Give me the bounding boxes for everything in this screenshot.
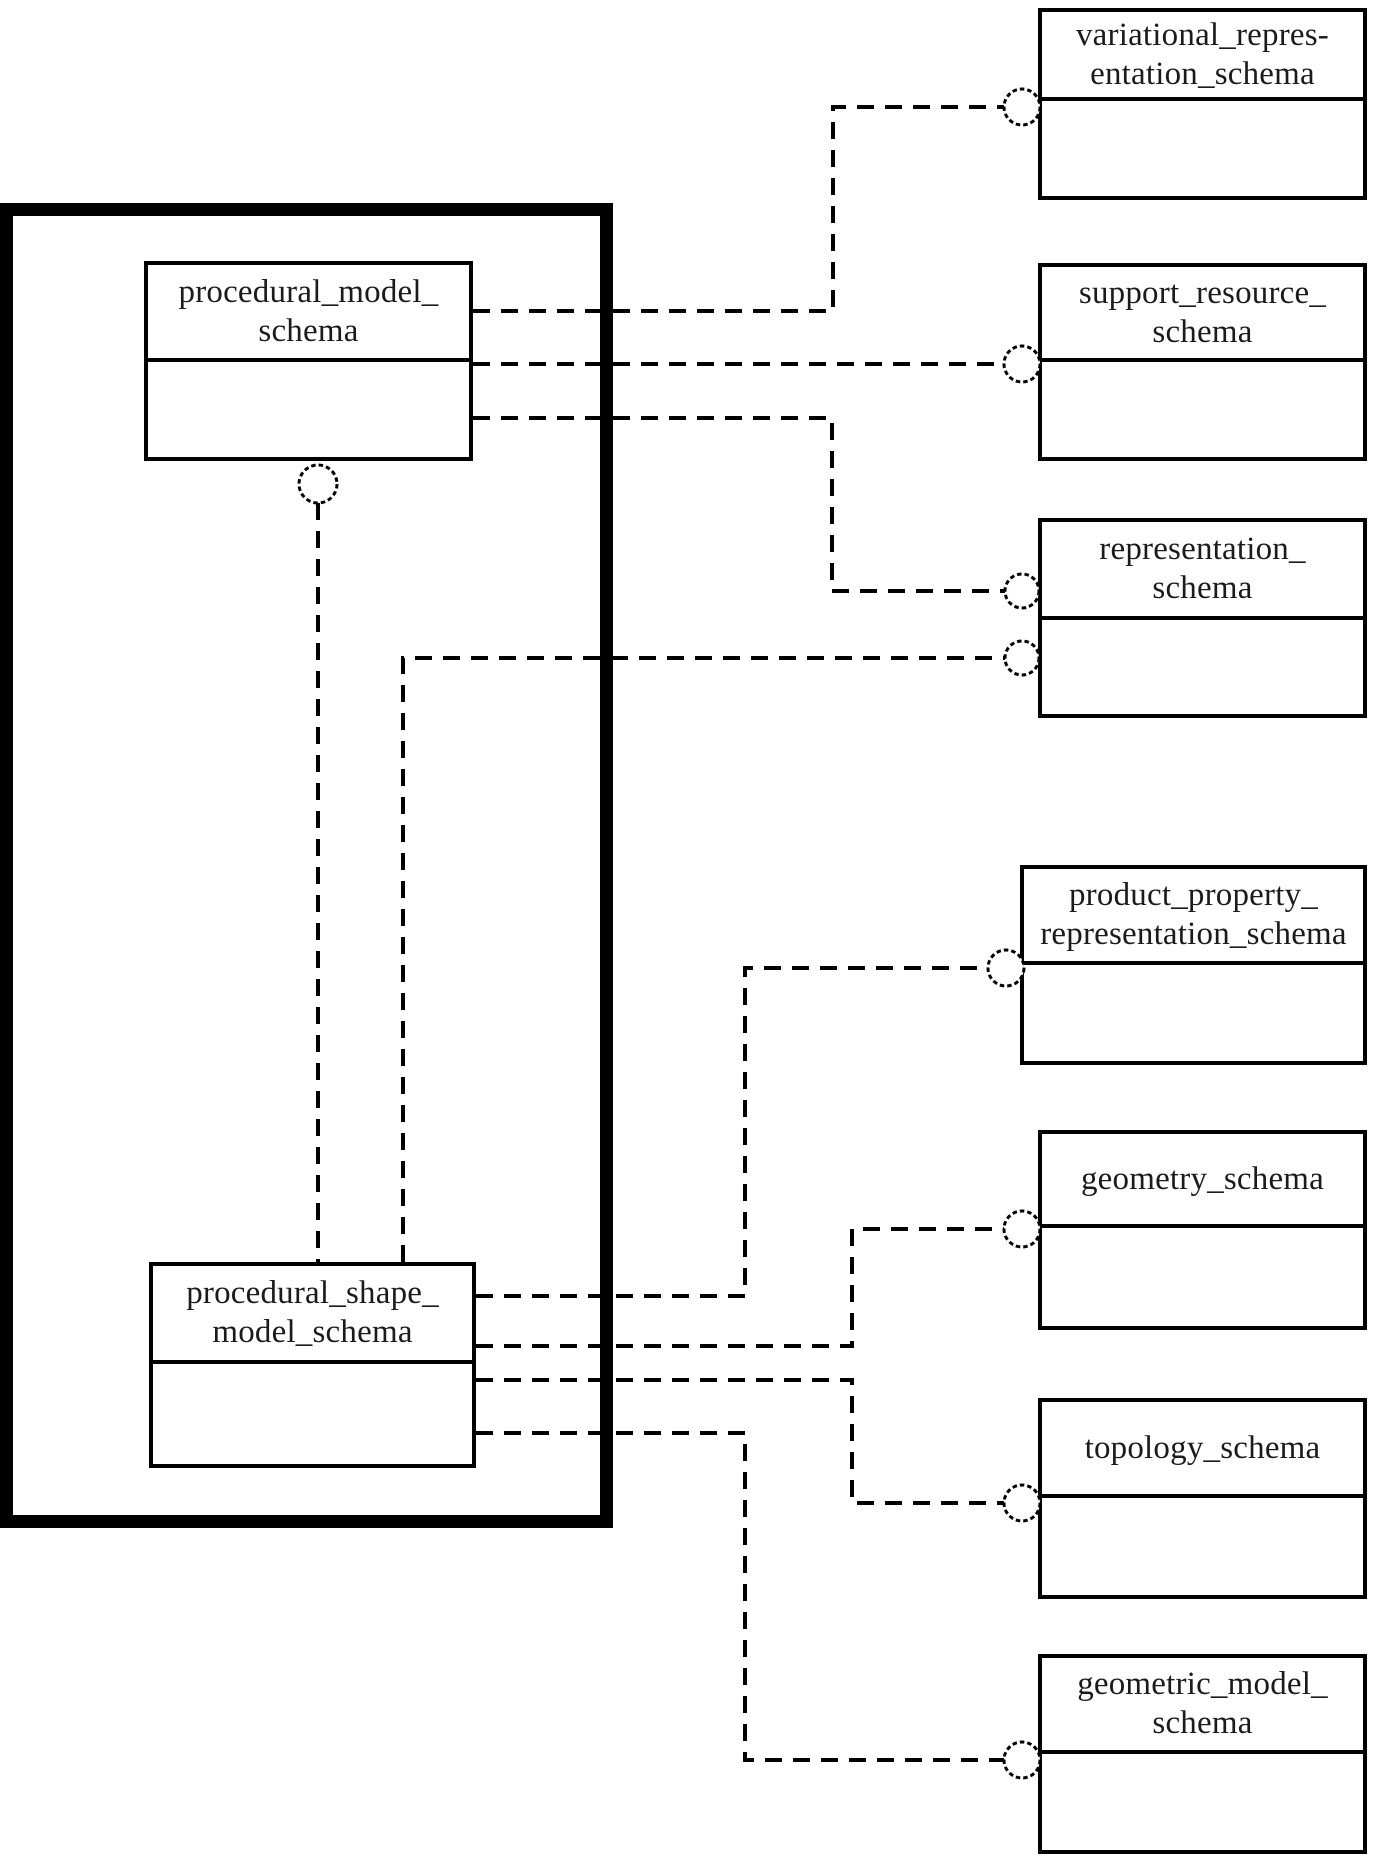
schema-box-representation: representation_ schema [1038,518,1367,718]
schema-box-product-property-representation-body [1024,965,1363,1061]
interface-circle-representation-upper [1003,572,1041,610]
schema-box-geometric-model: geometric_model_ schema [1038,1654,1367,1854]
schema-label-product-property-representation: product_property_ representation_schema [1040,877,1347,952]
schema-box-variational-representation-body [1042,101,1363,196]
schema-box-support-resource-title: support_resource_ schema [1042,267,1363,362]
schema-label-representation: representation_ schema [1099,531,1306,606]
schema-label-support-resource: support_resource_ schema [1078,274,1327,350]
schema-box-support-resource-body [1042,362,1363,457]
interface-circle-product-property [986,948,1026,988]
schema-box-procedural-model: procedural_model_ schema [144,261,473,461]
interface-circle-variational [1002,87,1042,127]
schema-box-geometry-body [1042,1228,1363,1326]
schema-box-procedural-model-body [148,362,469,457]
schema-box-geometric-model-body [1042,1754,1363,1850]
schema-label-procedural-model: procedural_model_ schema [178,273,439,349]
schema-label-variational-representation: variational_repres- entation_schema [1075,16,1329,92]
schema-box-support-resource: support_resource_ schema [1038,263,1367,461]
schema-box-topology-body [1042,1498,1363,1595]
schema-label-procedural-shape-model: procedural_shape_ model_schema [186,1275,439,1350]
schema-box-representation-body [1042,620,1363,714]
schema-box-procedural-shape-model-body [153,1364,472,1464]
schema-box-topology: topology_schema [1038,1398,1367,1599]
schema-box-geometry: geometry_schema [1038,1130,1367,1330]
schema-box-product-property-representation-title: product_property_ representation_schema [1024,869,1363,965]
interface-circle-geometry [1002,1209,1042,1249]
schema-box-variational-representation: variational_repres- entation_schema [1038,8,1367,200]
schema-box-geometric-model-title: geometric_model_ schema [1042,1658,1363,1754]
schema-label-geometry: geometry_schema [1080,1160,1325,1197]
schema-box-topology-title: topology_schema [1042,1402,1363,1498]
interface-circle-support-resource [1002,344,1042,384]
interface-circle-representation-lower [1003,639,1041,677]
schema-box-geometry-title: geometry_schema [1042,1134,1363,1228]
schema-box-variational-representation-title: variational_repres- entation_schema [1042,12,1363,101]
interface-circle-geometric-model [1002,1740,1042,1780]
schema-box-representation-title: representation_ schema [1042,522,1363,620]
schema-box-procedural-shape-model-title: procedural_shape_ model_schema [153,1266,472,1364]
schema-label-geometric-model: geometric_model_ schema [1077,1666,1328,1741]
schema-box-procedural-shape-model: procedural_shape_ model_schema [149,1262,476,1468]
schema-box-product-property-representation: product_property_ representation_schema [1020,865,1367,1065]
schema-box-procedural-model-title: procedural_model_ schema [148,265,469,362]
interface-circle-topology [1002,1483,1042,1523]
schema-label-topology: topology_schema [1084,1429,1321,1466]
